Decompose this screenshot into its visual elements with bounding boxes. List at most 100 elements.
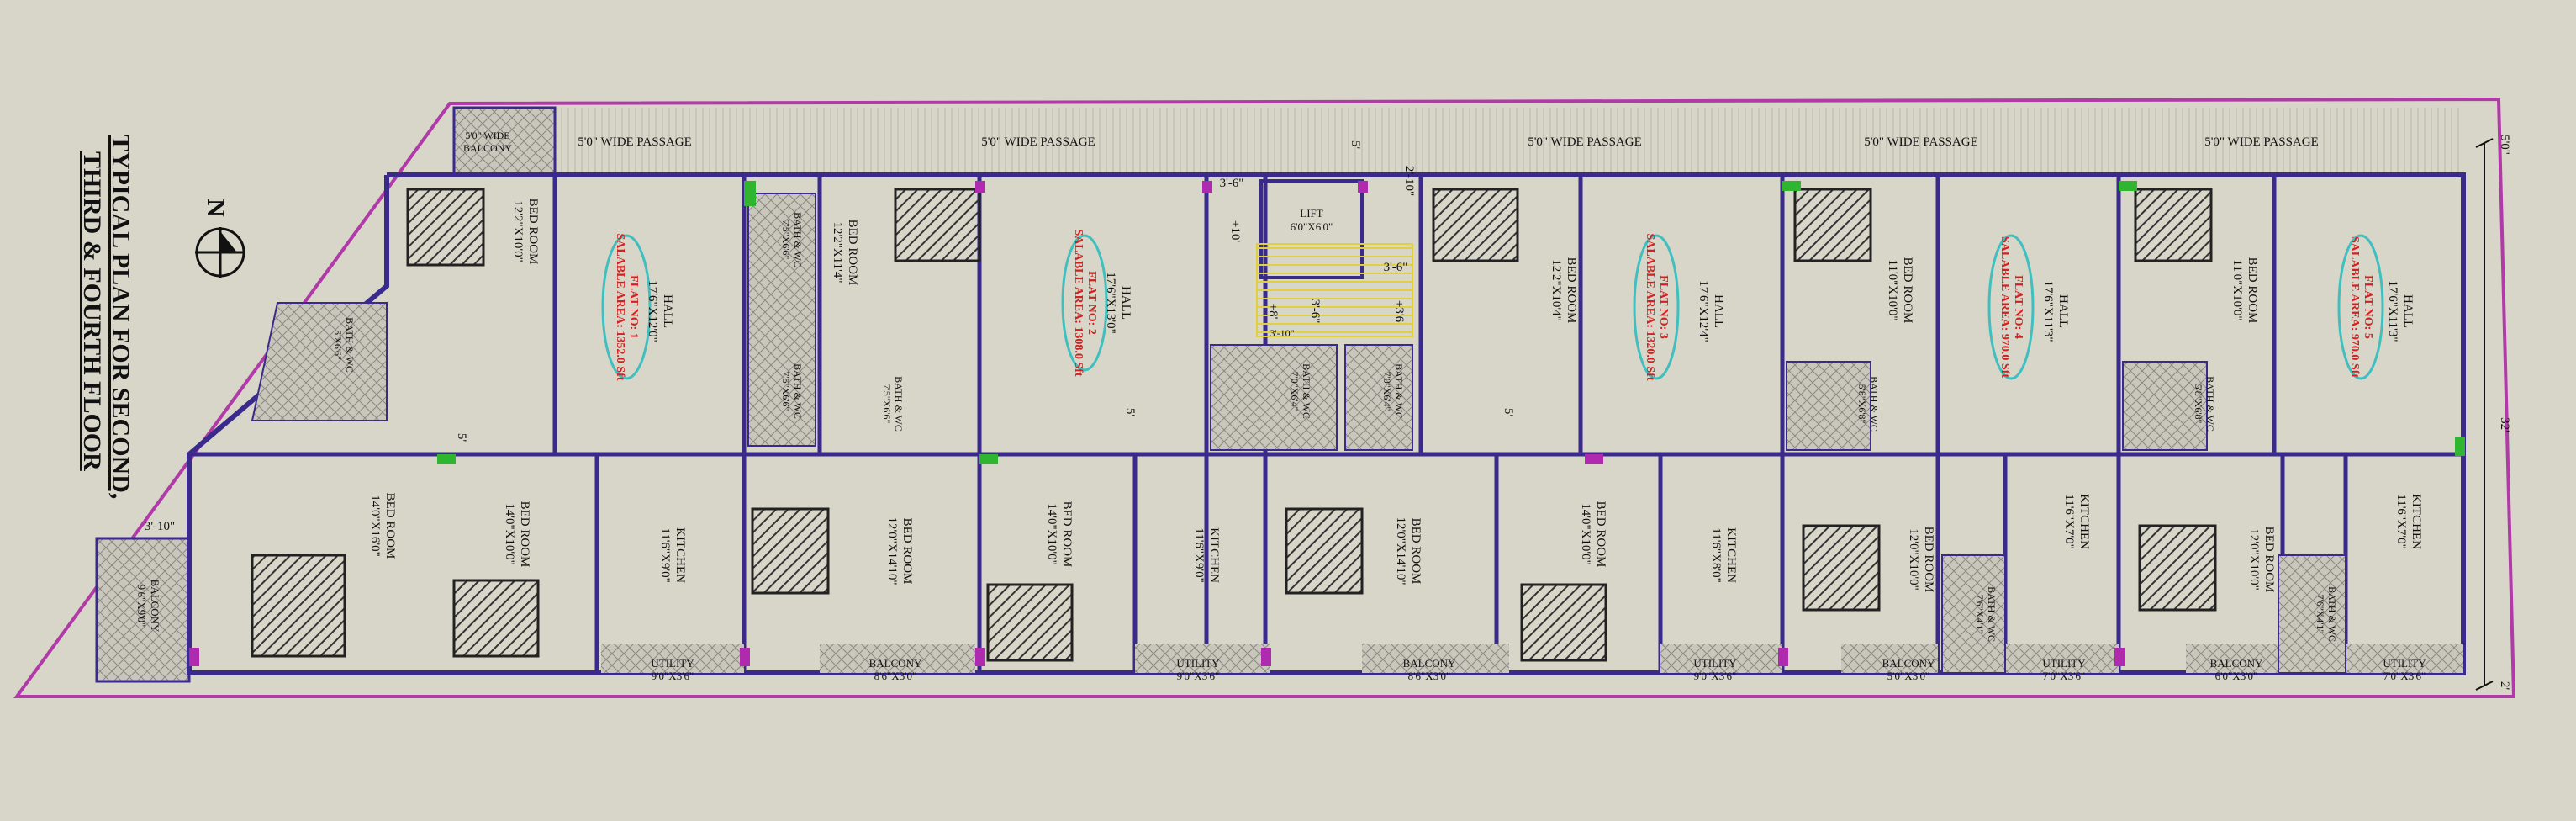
utility-2-name: UTILITY [1176,657,1220,670]
columns [189,181,2465,666]
utility-3-dim: 9'0"X3'6" [1694,670,1737,682]
bedroom-top-1-name: BED ROOM [526,199,540,265]
bed-3 [1432,188,1519,262]
bath-tiles [251,193,2346,674]
balcony-1-name: BALCONY [869,657,922,670]
bath-4-dim: 7'5"X6'6" [881,384,893,424]
passage-strip [555,108,2463,175]
utility-3-name: UTILITY [1693,657,1737,670]
passage-label-1: 5'0" WIDE PASSAGE [578,135,692,149]
bed-10 [1285,507,1364,595]
utility-5-name: UTILITY [2383,657,2426,670]
corner-top-balcony [452,106,557,177]
bath-6-dim: 7'0"X6'4" [1381,372,1393,411]
hall-5-name: HALL [2401,294,2415,328]
bedroom-bottom-5-name: BED ROOM [1409,518,1423,585]
bed-2 [894,188,981,262]
bath-3-dim: 7'5"X6'6" [780,372,792,411]
hall-2-dim: 17'6"X13'0" [1104,272,1117,333]
dimension-lines [2475,138,2494,691]
bath-7-name: BATH & WC [1868,376,1880,432]
bedroom-bottom-2-name: BED ROOM [518,501,531,568]
bedroom-bottom-1-name: BED ROOM [383,493,397,559]
bedroom-bottom-4-name: BED ROOM [1060,501,1074,568]
dim-2: 2' [2498,681,2511,691]
dim-5-d: 5' [1123,408,1137,417]
utility-4-name: UTILITY [2042,657,2086,670]
balcony-1-dim: 8'6"X3'0" [874,670,917,682]
kitchen-3-name: KITCHEN [1724,527,1738,583]
site-boundary [13,97,2516,698]
bedroom-top-4-dim: 11'0"X10'0" [1886,260,1899,321]
balcony-4-name: BALCONY [2210,657,2263,670]
hall-1-dim: 17'6"X12'0" [646,280,659,342]
bedroom-bottom-7-dim: 12'0"X10'0" [1907,528,1920,590]
utility-2-dim: 9'0"X3'6" [1177,670,1220,682]
kitchen-1-dim: 11'6"X9'0" [658,527,672,582]
bed-6 [251,554,346,658]
bed-4 [1793,188,1872,262]
bedroom-bottom-3-dim: 12'0"X14'10" [885,517,899,585]
bath-10-name: BATH & WC [2326,586,2338,642]
bath-2-dim: 7'5"X6'6" [780,220,792,260]
bath-7-dim: 5'8"X6'8" [1856,384,1868,424]
bedroom-bottom-8-name: BED ROOM [2262,527,2276,593]
bath-4-name: BATH & WC [893,376,905,432]
kitchen-3-dim: 11'6"X8'0" [1709,527,1723,582]
dim-3-6-a: 3'-6" [1220,177,1244,190]
dim-36: +3'6 [1392,300,1406,323]
staircase [1256,243,1413,337]
balcony-2-name: BALCONY [1403,657,1456,670]
bath-5-name: BATH & WC [1301,363,1312,419]
flat-3-name: FLAT NO: 3 [1657,275,1670,339]
title-line-2: THIRD & FOURTH FLOOR [78,151,106,471]
bedroom-bottom-4-dim: 14'0"X10'0" [1045,503,1058,564]
bath-6-name: BATH & WC [1393,363,1405,419]
lift-dim: 6'0"X6'0" [1291,220,1333,233]
bath-8-dim: 5'8"X6'8" [2193,384,2204,424]
flat-ellipses [601,234,2384,380]
bedroom-bottom-1-dim: 14'0"X16'0" [368,495,382,556]
corner-balcony-dim: 9'6"X9'0" [135,585,148,628]
north-indicator: N [189,193,265,294]
kitchen-4-dim: 11'6"X7'0" [2062,494,2076,548]
bath-3-name: BATH & WC [792,363,804,419]
kitchen-2-name: KITCHEN [1207,527,1221,583]
dim-5-0: 5'0" [2498,135,2511,155]
bed-12 [1802,524,1881,612]
bedroom-top-2-dim: 12'2"X11'4" [831,222,844,283]
dim-32: 32' [2498,417,2511,432]
passage-label-4: 5'0" WIDE PASSAGE [1864,135,1978,149]
kitchen-5-name: KITCHEN [2410,494,2423,549]
balcony-2-dim: 8'6"X3'0" [1408,670,1451,682]
bath-2-name: BATH & WC [792,212,804,267]
kitchen-5-dim: 11'6"X7'0" [2394,494,2408,548]
flat-2-area: SALABLE AREA: 1308.0 Sft [1072,229,1085,376]
bath-9-name: BATH & WC [1986,586,1998,642]
balcony-3-dim: 5'0"X3'0" [1887,670,1930,682]
flat-1-name: FLAT NO: 1 [627,275,640,339]
north-arrow-icon [195,227,245,278]
passage-label-2: 5'0" WIDE PASSAGE [981,135,1095,149]
flat-5-area: SALABLE AREA: 970.0 Sft [2348,236,2361,378]
hall-4-dim: 17'6"X11'3" [2041,281,2055,342]
hall-5-dim: 17'6"X11'3" [2386,281,2399,342]
flat-5-name: FLAT NO: 5 [2362,275,2374,339]
bedroom-top-3-dim: 12'2"X10'4" [1549,259,1563,320]
passage-label-3: 5'0" WIDE PASSAGE [1528,135,1642,149]
balcony-4-dim: 6'0"X3'0" [2215,670,2258,682]
bedroom-bottom-3-name: BED ROOM [900,518,914,585]
bedroom-top-2-name: BED ROOM [846,220,859,286]
dim-3-10-b: 3'-10" [145,520,175,533]
bath-8-name: BATH & WC [2204,376,2216,432]
bedroom-bottom-7-name: BED ROOM [1922,527,1935,593]
bottom-strip [601,644,2463,673]
bedroom-top-5-name: BED ROOM [2246,257,2259,324]
building-outer-wall [187,172,2466,675]
bed-5 [2134,188,2213,262]
hall-4-name: HALL [2056,294,2070,328]
bedroom-bottom-8-dim: 12'0"X10'0" [2247,528,2261,590]
dim-2-10: 2'-10" [1402,166,1416,196]
bedroom-top-1-dim: 12'2"X10'0" [511,200,525,262]
